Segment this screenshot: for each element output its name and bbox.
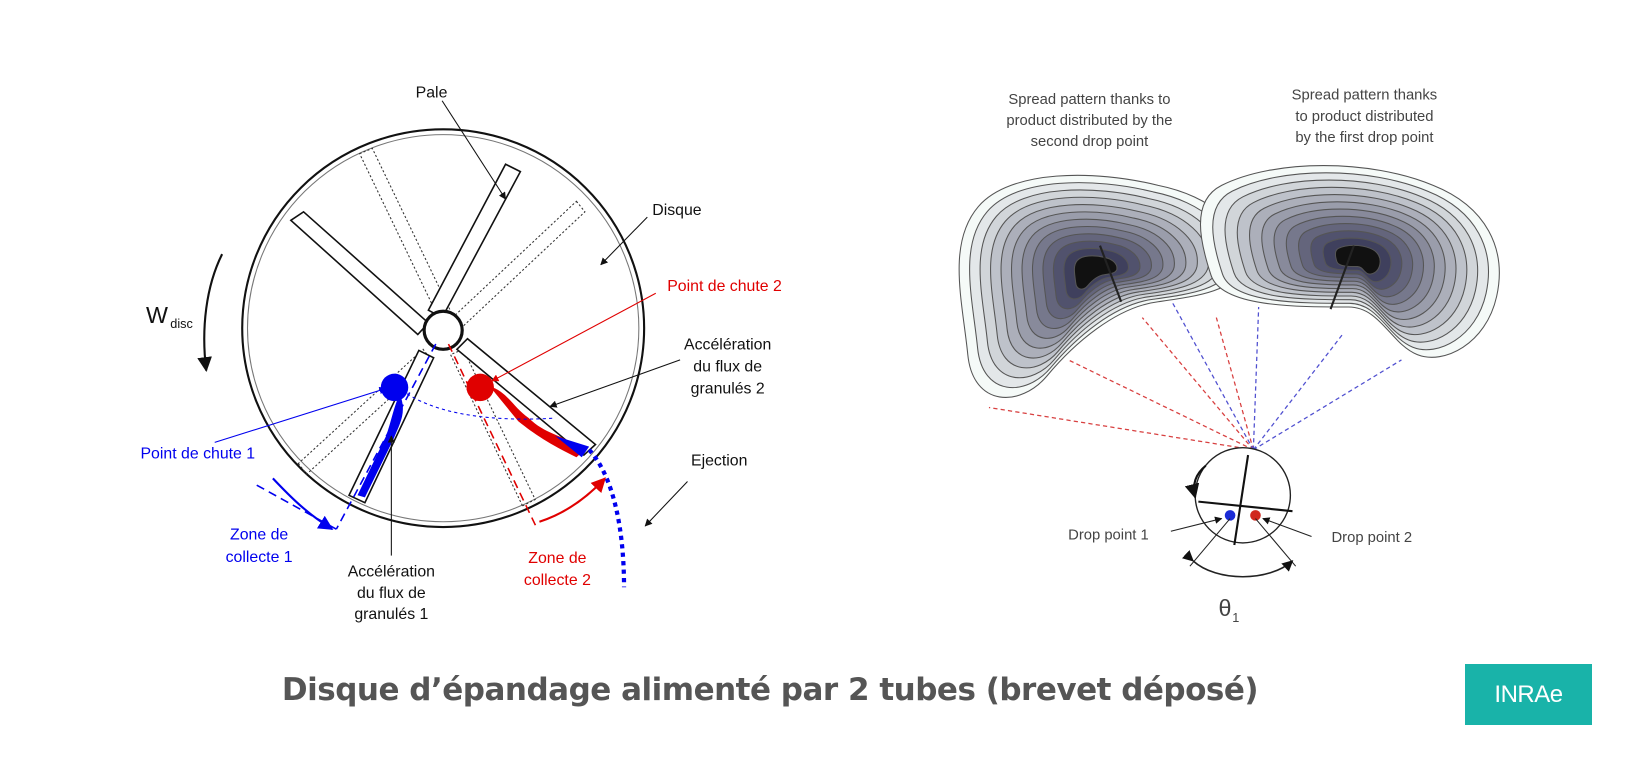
trajectory-ray xyxy=(1252,333,1344,451)
label-drop-point-1: Drop point 1 xyxy=(1068,528,1149,544)
label-accel-2-l2: du flux de xyxy=(693,359,762,376)
label-pale: Pale xyxy=(416,85,448,102)
zone-collecte-1-arc xyxy=(272,477,334,531)
label-zone-2-l1: Zone de xyxy=(528,550,586,567)
spread-pattern-diagram: Spread pattern thanks to product distrib… xyxy=(958,88,1500,625)
ejection-trajectory xyxy=(587,448,627,588)
label-zone-1-l1: Zone de xyxy=(230,527,288,544)
contour-level xyxy=(1334,244,1381,275)
trajectory-ray xyxy=(1067,359,1254,451)
label-zone-2-l2: collecte 2 xyxy=(524,572,591,589)
label-pattern-first-l2: to product distributed xyxy=(1295,109,1433,125)
trajectory-ray xyxy=(1141,317,1254,451)
blade xyxy=(289,210,430,336)
label-pattern-first-l1: Spread pattern thanks xyxy=(1292,88,1438,104)
spread-pattern-first-drop xyxy=(1200,165,1500,358)
label-w: W xyxy=(146,302,168,328)
drop-point-2-dot xyxy=(1250,510,1261,521)
page-title: Disque d’épandage alimenté par 2 tubes (… xyxy=(281,672,1259,708)
trajectory-ray xyxy=(1252,306,1260,450)
zone-collecte-2-arc xyxy=(539,477,607,523)
label-zone-1-l2: collecte 1 xyxy=(226,549,293,566)
label-pattern-second-l2: product distributed by the xyxy=(1006,113,1172,129)
label-accel-1-l2: du flux de xyxy=(357,585,426,602)
spread-pattern-second-drop xyxy=(958,174,1244,398)
inrae-logo: INRAe xyxy=(1465,664,1592,725)
label-point-chute-2: Point de chute 2 xyxy=(667,278,782,295)
label-point-chute-1: Point de chute 1 xyxy=(140,445,255,462)
spreading-disc: Pale Disque W disc Point de chute 2 Accé… xyxy=(140,85,782,623)
trajectory-ray xyxy=(1253,359,1402,451)
label-disque: Disque xyxy=(652,202,702,219)
trajectory-ray xyxy=(1215,317,1254,450)
blade xyxy=(455,337,597,457)
hub xyxy=(422,309,464,351)
drop-point-1-dot xyxy=(1224,510,1236,521)
label-w-sub: disc xyxy=(170,317,193,331)
trajectory-rays xyxy=(988,301,1402,451)
rotation-arrow xyxy=(197,253,224,372)
label-accel-2-l1: Accélération xyxy=(684,336,771,353)
label-accel-1-l3: granulés 1 xyxy=(354,606,428,623)
label-theta: θ xyxy=(1218,595,1231,621)
label-drop-point-2: Drop point 2 xyxy=(1332,530,1413,546)
granule-flow-1 xyxy=(357,393,403,498)
label-accel-2-l3: granulés 2 xyxy=(691,381,765,398)
label-theta-sub: 1 xyxy=(1232,611,1239,625)
blade xyxy=(427,163,522,319)
drop-point-2-marker xyxy=(466,373,494,402)
rotation-arrow xyxy=(1184,464,1207,499)
drop-point-1-marker xyxy=(380,373,409,402)
trajectory-ray xyxy=(988,406,1254,451)
trajectory-ray xyxy=(1171,301,1254,451)
label-accel-1-l1: Accélération xyxy=(348,564,435,581)
label-pattern-second-l1: Spread pattern thanks to xyxy=(1008,92,1170,108)
label-pattern-first-l3: by the first drop point xyxy=(1295,130,1433,146)
label-pattern-second-l3: second drop point xyxy=(1031,134,1149,150)
label-ejection: Ejection xyxy=(691,453,747,470)
theta-angle-arc xyxy=(1181,550,1294,578)
